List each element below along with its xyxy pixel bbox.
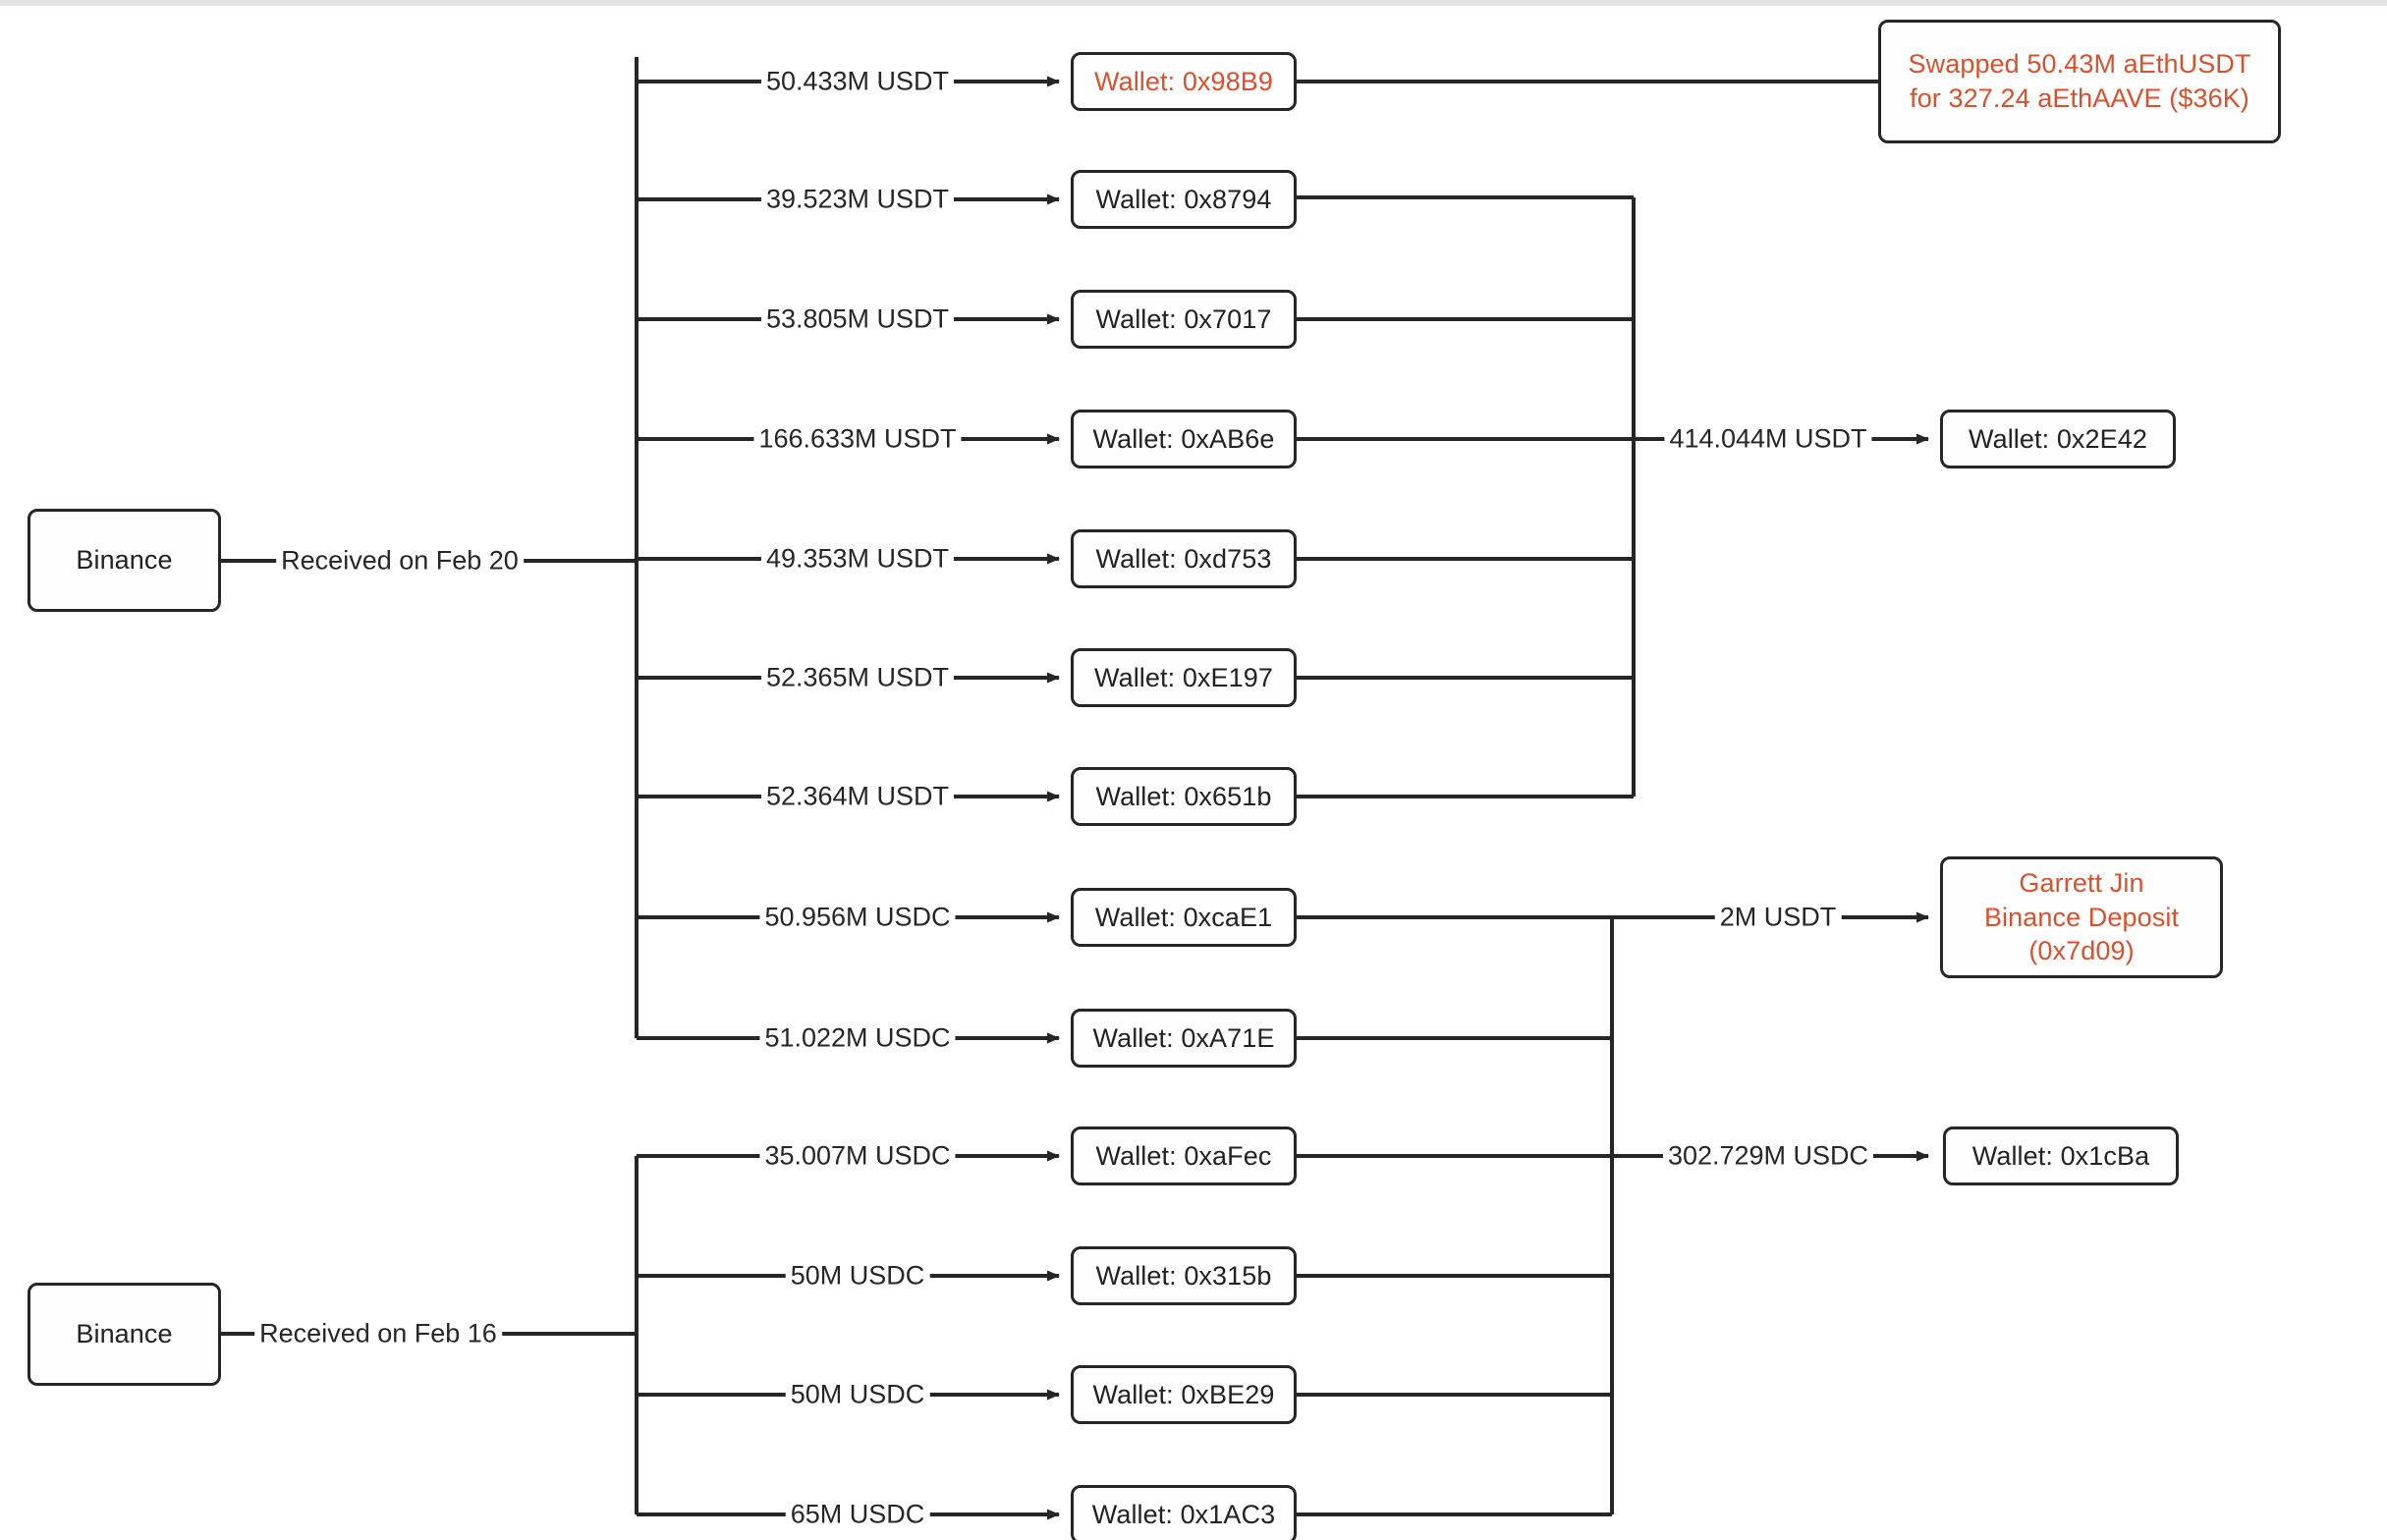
edge-label-amount-0x651b: 52.364M USDT [760,783,955,810]
edge-label-amount-0x1cBa: 302.729M USDC [1662,1142,1874,1170]
edge-label-amount-0xA71E: 51.022M USDC [759,1024,956,1052]
output-node-0x1cBa[interactable]: Wallet: 0x1cBa [1943,1127,2179,1185]
wallet-node-0xE197[interactable]: Wallet: 0xE197 [1071,648,1297,707]
edge-label-amount-0x1AC3: 65M USDC [785,1501,930,1528]
edge-label-received-feb16: Received on Feb 16 [254,1320,502,1348]
edge-label-amount-0xAB6e: 166.633M USDT [753,425,962,453]
edge-label-amount-0x2E42: 414.044M USDT [1664,425,1872,453]
edge-label-amount-0xBE29: 50M USDC [785,1381,930,1408]
source-node-binance-feb20[interactable]: Binance [28,509,221,612]
source-node-binance-feb16[interactable]: Binance [28,1283,221,1386]
output-node-swap-summary[interactable]: Swapped 50.43M aEthUSDT for 327.24 aEthA… [1878,20,2281,143]
wallet-node-0xaFec[interactable]: Wallet: 0xaFec [1071,1127,1297,1185]
output-node-0x2E42[interactable]: Wallet: 0x2E42 [1940,410,2176,468]
output-node-garrett-jin-deposit[interactable]: Garrett Jin Binance Deposit (0x7d09) [1940,856,2223,978]
wallet-node-0xA71E[interactable]: Wallet: 0xA71E [1071,1009,1297,1068]
edge-label-amount-0x315b: 50M USDC [785,1262,930,1290]
edge-label-amount-0x8794: 39.523M USDT [760,186,955,213]
wallet-node-0x8794[interactable]: Wallet: 0x8794 [1071,170,1297,229]
wallet-node-0x651b[interactable]: Wallet: 0x651b [1071,767,1297,826]
edge-label-amount-0xaFec: 35.007M USDC [759,1142,956,1170]
wallet-node-0x98B9[interactable]: Wallet: 0x98B9 [1071,52,1297,111]
edge-label-amount-0xcaE1: 50.956M USDC [759,904,956,931]
wallet-node-0xcaE1[interactable]: Wallet: 0xcaE1 [1071,888,1297,947]
wallet-node-0xBE29[interactable]: Wallet: 0xBE29 [1071,1365,1297,1424]
top-edge-strip [0,0,2387,6]
wallet-node-0xAB6e[interactable]: Wallet: 0xAB6e [1071,410,1297,468]
edge-label-amount-0x7017: 53.805M USDT [760,305,955,333]
edge-label-amount-garrett-jin: 2M USDT [1714,904,1842,931]
edge-label-amount-0x98B9: 50.433M USDT [760,68,955,95]
edge-label-received-feb20: Received on Feb 20 [276,547,524,575]
top-edge-strip-inner [0,6,2387,9]
wallet-node-0x7017[interactable]: Wallet: 0x7017 [1071,290,1297,349]
wallet-node-0x315b[interactable]: Wallet: 0x315b [1071,1246,1297,1305]
edge-label-amount-0xd753: 49.353M USDT [760,545,955,573]
wallet-node-0xd753[interactable]: Wallet: 0xd753 [1071,529,1297,588]
edge-label-amount-0xE197: 52.365M USDT [760,664,955,691]
wallet-node-0x1AC3[interactable]: Wallet: 0x1AC3 [1071,1485,1297,1540]
